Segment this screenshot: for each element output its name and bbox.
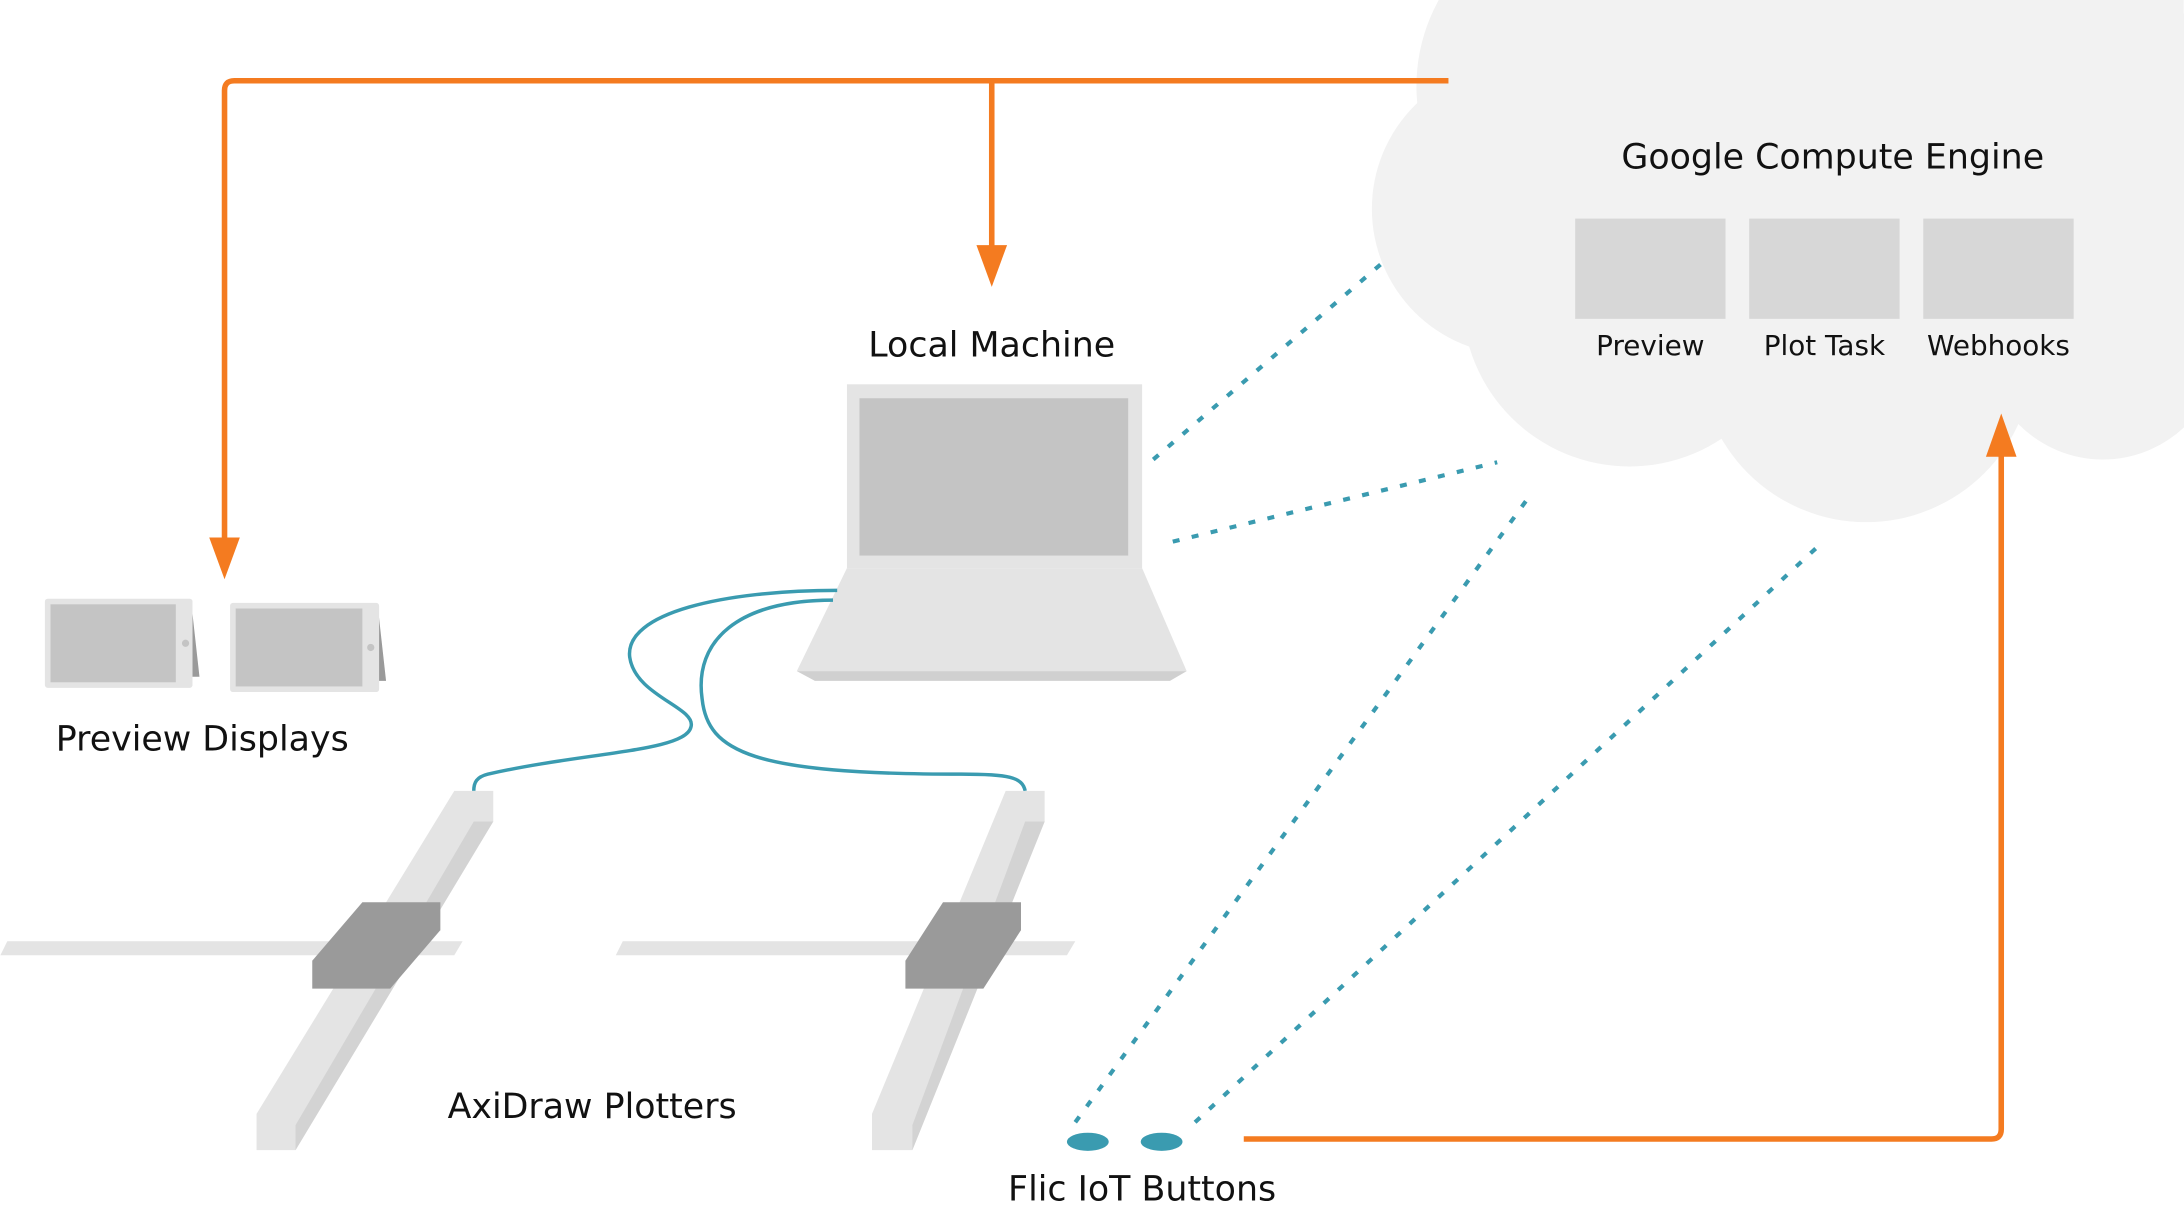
laptop-icon [796,384,1187,681]
arrowhead-webhooks [1985,413,2017,457]
laptop-base [796,568,1187,672]
laptop-base-edge [796,671,1187,681]
cable-to-plotter-left [472,588,838,791]
service-preview: Preview [1575,218,1726,362]
tablet-home-button [181,639,190,647]
wireless-links [1073,256,1824,1124]
tablet-screen [50,604,176,683]
wireless-link-laptop-cloud-2 [1172,460,1498,544]
service-label: Plot Task [1764,329,1886,362]
plotter-icon-left [0,790,494,1151]
wireless-link-laptop-cloud-1 [1151,256,1390,462]
usb-cables [472,588,1027,792]
wireless-link-button-2 [1193,541,1824,1124]
service-label: Webhooks [1927,329,2070,362]
tablet-icon-2 [230,602,387,693]
arrowhead-laptop [976,245,1008,287]
plotter-carriage [905,902,1021,989]
service-box [1749,218,1900,319]
cable-to-plotter-right [699,598,1027,792]
flic-button-icon-1 [1066,1132,1109,1151]
arrowhead-displays [209,537,240,580]
local-machine-label: Local Machine [868,325,1115,365]
flic-buttons [1066,1132,1183,1151]
service-plot-task: Plot Task [1749,218,1900,362]
tablet-stand [377,605,387,681]
service-webhooks: Webhooks [1923,218,2074,362]
flic-buttons-label: Flic IoT Buttons [1008,1169,1276,1209]
cloud-shape [1371,0,2184,523]
arrow-buttons-to-webhooks [1243,452,2005,1142]
service-box [1923,218,2074,319]
tablet-screen [235,608,363,687]
orange-arrows [221,77,2005,1142]
flic-button-icon-2 [1140,1132,1183,1151]
service-box [1575,218,1726,319]
laptop-screen [859,398,1129,556]
tablet-home-button [367,643,375,652]
plotter-carriage [312,902,441,989]
preview-displays-label: Preview Displays [56,720,349,760]
arrow-cloud-to-displays [221,77,1449,541]
cloud-title: Google Compute Engine [1621,137,2044,177]
plotters-label: AxiDraw Plotters [448,1087,737,1127]
service-label: Preview [1596,329,1704,362]
tablet-icon-1 [44,598,200,688]
